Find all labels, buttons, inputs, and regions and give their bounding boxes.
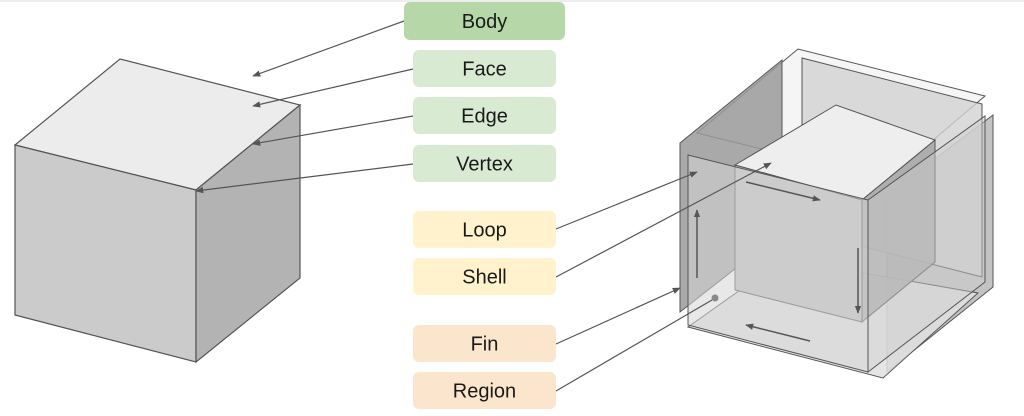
fin-label: Fin — [413, 325, 556, 362]
loop-arrow — [555, 171, 698, 230]
body-arrow — [252, 20, 405, 77]
cube-side-face — [195, 103, 301, 364]
region-label: Region — [413, 372, 556, 409]
right-front-panel — [867, 115, 986, 374]
loop-arrow-bottom — [745, 323, 811, 342]
shell-arrow — [555, 162, 772, 278]
vertex-arrow — [195, 163, 414, 194]
loop-label: Loop — [413, 211, 556, 248]
left-pointer-arrows — [195, 20, 414, 194]
vertex-label: Vertex — [413, 145, 556, 182]
face-label-text: Face — [462, 59, 506, 81]
exploded-cube — [679, 48, 994, 379]
body-label: Body — [404, 2, 565, 40]
region-point — [711, 294, 719, 302]
face-label: Face — [413, 50, 556, 87]
shell-label-text: Shell — [462, 267, 506, 289]
region-arrow — [555, 299, 713, 392]
shell-label: Shell — [413, 258, 556, 295]
body-label-text: Body — [462, 11, 508, 33]
region-label-text: Region — [453, 381, 516, 403]
loop-arrow-top — [745, 181, 821, 202]
edge-arrow — [252, 115, 414, 146]
right-pointer-arrows — [555, 162, 772, 392]
solid-cube — [13, 58, 302, 364]
vertex-label-text: Vertex — [456, 154, 513, 176]
loop-label-text: Loop — [462, 220, 507, 242]
fin-label-text: Fin — [471, 334, 499, 356]
fin-arrow — [555, 287, 681, 345]
face-arrow — [252, 68, 414, 108]
edge-label: Edge — [413, 97, 556, 134]
edge-label-text: Edge — [461, 106, 508, 128]
